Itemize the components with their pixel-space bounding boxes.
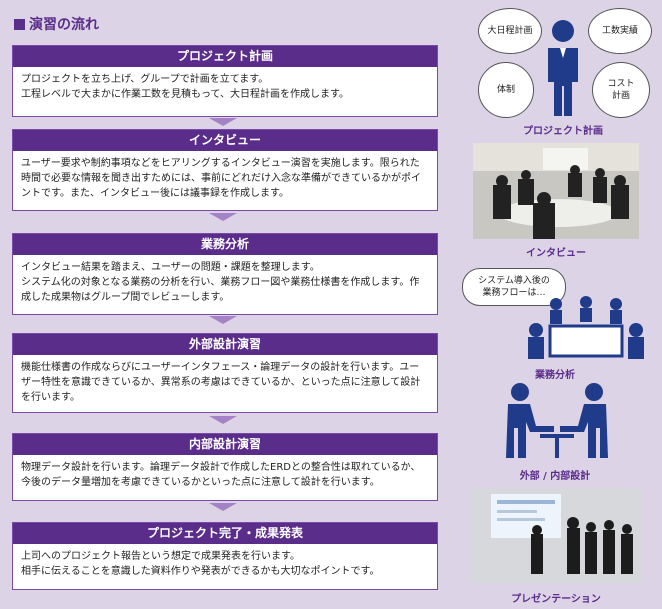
bubble-structure: 体制 xyxy=(478,62,534,118)
caption-business-analysis: 業務分析 xyxy=(535,370,575,381)
step-internal-design: 内部設計演習 物理データ設計を行います。論理データ設計で作成したERDとの整合性… xyxy=(12,433,438,501)
speech-bubble: システム導入後の 業務フローは… xyxy=(462,268,566,306)
bubble-effort: 工数実績 xyxy=(588,8,652,54)
design-discussion-icon xyxy=(506,383,608,458)
interview-photo xyxy=(473,143,639,239)
section-heading: 演習の流れ xyxy=(14,14,99,34)
step-text: 物理データ設計を行います。論理データ設計で作成したERDとの整合性は取れているか… xyxy=(21,462,421,488)
flow-arrow xyxy=(209,316,237,324)
step-title: プロジェクト計画 xyxy=(13,46,437,67)
bubble-cost: コスト 計画 xyxy=(592,62,650,118)
step-project-plan: プロジェクト計画 プロジェクトを立ち上げ、グループで計画を立てます。 工程レベル… xyxy=(12,45,438,117)
caption-presentation: プレゼンテーション xyxy=(511,594,601,605)
step-text: インタビュー結果を踏まえ、ユーザーの問題・課題を整理します。 システム化の対象と… xyxy=(21,262,420,303)
flow-arrow xyxy=(209,416,237,424)
step-title: プロジェクト完了・成果発表 xyxy=(13,523,437,544)
step-title: 内部設計演習 xyxy=(13,434,437,455)
step-project-complete: プロジェクト完了・成果発表 上司へのプロジェクト報告という想定で成果発表を行いま… xyxy=(12,522,438,590)
flow-arrow xyxy=(209,118,237,126)
step-interview: インタビュー ユーザー要求や制約事項などをヒアリングするインタビュー演習を実施し… xyxy=(12,129,438,211)
step-text: 機能仕様書の作成ならびにユーザーインタフェース・論理データの設計を行います。ユー… xyxy=(21,362,421,403)
step-business-analysis: 業務分析 インタビュー結果を踏まえ、ユーザーの問題・課題を整理します。 システム… xyxy=(12,233,438,315)
bubble-schedule: 大日程計画 xyxy=(478,8,542,54)
caption-project-plan: プロジェクト計画 xyxy=(523,126,603,137)
flow-arrow xyxy=(209,503,237,511)
flow-arrow xyxy=(209,213,237,221)
step-title: 外部設計演習 xyxy=(13,334,437,355)
step-title: 業務分析 xyxy=(13,234,437,255)
presentation-photo xyxy=(471,488,641,583)
caption-design: 外部 / 内部設計 xyxy=(519,471,591,482)
step-title: インタビュー xyxy=(13,130,437,151)
caption-interview: インタビュー xyxy=(526,248,586,259)
person-icon xyxy=(548,20,578,116)
meeting-icon xyxy=(528,296,644,359)
step-text: 上司へのプロジェクト報告という想定で成果発表を行います。 相手に伝えることを意識… xyxy=(21,551,380,577)
step-text: プロジェクトを立ち上げ、グループで計画を立てます。 工程レベルで大まかに作業工数… xyxy=(21,74,349,100)
step-external-design: 外部設計演習 機能仕様書の作成ならびにユーザーインタフェース・論理データの設計を… xyxy=(12,333,438,413)
step-text: ユーザー要求や制約事項などをヒアリングするインタビュー演習を実施します。限られた… xyxy=(21,158,421,199)
